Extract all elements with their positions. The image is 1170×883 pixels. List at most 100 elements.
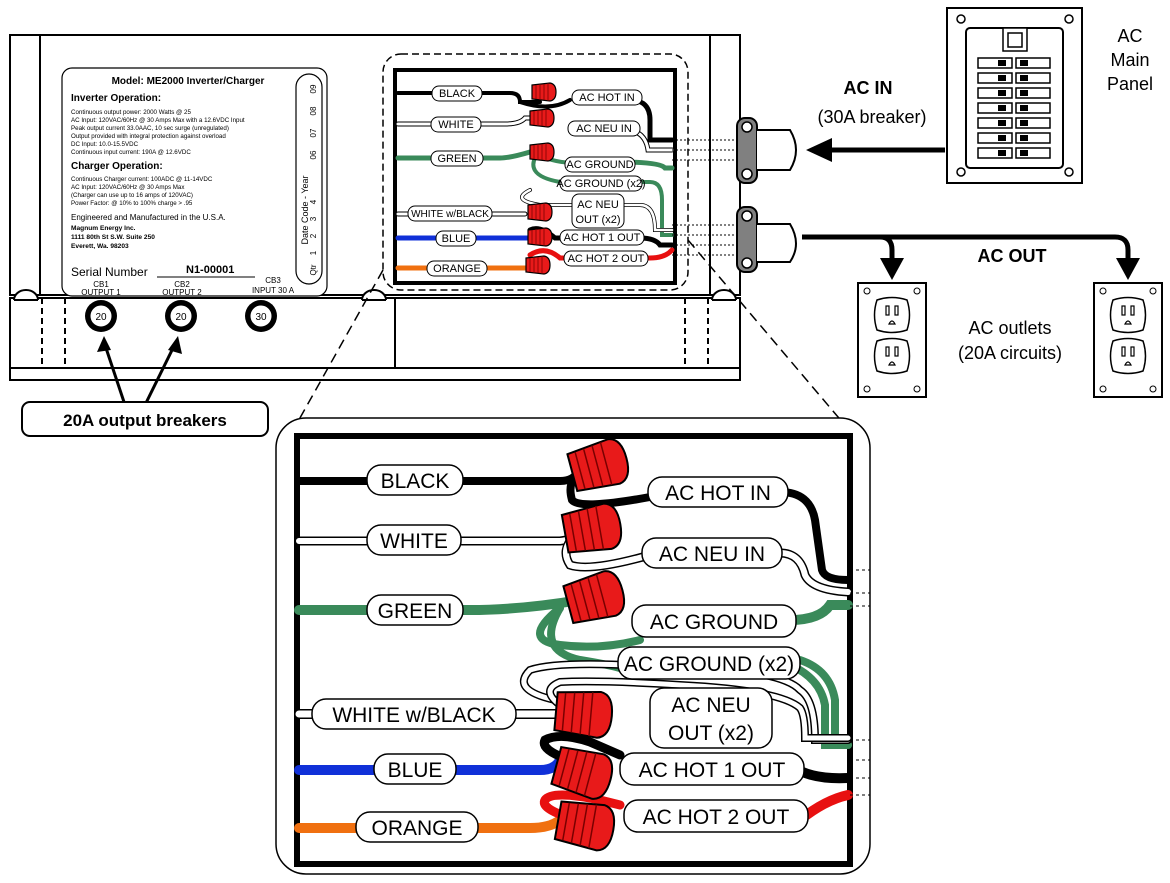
big-term-hot-in: AC HOT IN bbox=[665, 482, 771, 505]
panel-breaker-switch-icon bbox=[998, 75, 1006, 81]
big-term-neu-out-2: OUT (x2) bbox=[668, 722, 754, 745]
breaker-labels: CB1 OUTPUT 1 CB2 OUTPUT 2 CB3 INPUT 30 A bbox=[81, 276, 294, 297]
callout-breakers-text: 20A output breakers bbox=[63, 411, 227, 430]
conduit-ac-in bbox=[736, 117, 797, 184]
quarter-3: 3 bbox=[309, 216, 318, 221]
main-panel-line1: AC bbox=[1117, 26, 1142, 46]
panel-breaker-switch-icon bbox=[1020, 75, 1028, 81]
year-07: 07 bbox=[309, 128, 318, 137]
panel-breakers bbox=[977, 57, 1051, 159]
term-small-hot-in: AC HOT IN bbox=[579, 92, 634, 104]
charger-heading: Charger Operation: bbox=[71, 161, 163, 172]
company-name: Magnum Energy Inc. bbox=[71, 225, 136, 232]
wiring-box-enlarged: BLACK WHITE GREEN WHITE w/BLACK BLUE ORA… bbox=[275, 417, 871, 875]
breaker-cb1[interactable]: 20 bbox=[85, 300, 117, 332]
outlet-receptacle-icon bbox=[873, 296, 911, 334]
wire-label-white: WHITE bbox=[438, 119, 473, 131]
panel-breaker-switch-icon bbox=[1020, 105, 1028, 111]
panel-breaker-icon bbox=[977, 147, 1013, 159]
panel-breaker-icon bbox=[1015, 117, 1051, 129]
panel-breaker-switch-icon bbox=[998, 150, 1006, 156]
ac-out-feed: AC OUT bbox=[802, 234, 1140, 280]
serial-value: N1-00001 bbox=[186, 264, 234, 276]
term-small-neu-out-1: AC NEU bbox=[577, 199, 619, 211]
wire-nut-icon bbox=[527, 227, 553, 247]
panel-breaker-icon bbox=[1015, 87, 1051, 99]
made-in-usa: Engineered and Manufactured in the U.S.A… bbox=[71, 213, 226, 222]
ac-in-sub: (30A breaker) bbox=[817, 107, 926, 127]
cb3-rating: 30 bbox=[255, 312, 267, 323]
panel-breaker-switch-icon bbox=[998, 135, 1006, 141]
main-panel-line2: Main bbox=[1110, 50, 1149, 70]
panel-breaker-switch-icon bbox=[1020, 150, 1028, 156]
panel-breaker-icon bbox=[977, 132, 1013, 144]
cb2-rating: 20 bbox=[175, 312, 187, 323]
quarter-label: Qtr bbox=[309, 264, 318, 275]
wire-label-green: GREEN bbox=[437, 153, 476, 165]
wire-nut-icon bbox=[553, 687, 615, 740]
big-term-hot2-out: AC HOT 2 OUT bbox=[643, 806, 790, 829]
panel-breaker-icon bbox=[977, 102, 1013, 114]
quarter-1: 1 bbox=[309, 250, 318, 255]
charger-spec-line: (Charger can use up to 16 amps of 120VAC… bbox=[71, 192, 193, 199]
inverter-spec-line: Peak output current 33.0AAC, 10 sec surg… bbox=[71, 125, 229, 132]
model-title: Model: ME2000 Inverter/Charger bbox=[112, 76, 265, 87]
big-term-ground: AC GROUND bbox=[650, 611, 778, 634]
term-small-neu-out-2: OUT (x2) bbox=[575, 214, 620, 226]
big-wire-label-blue: BLUE bbox=[388, 759, 443, 782]
wire-label-white-black: WHITE w/BLACK bbox=[411, 209, 489, 220]
panel-breaker-switch-icon bbox=[1020, 90, 1028, 96]
date-code-label: Date Code - Year bbox=[300, 175, 310, 244]
outlets-label-line2: (20A circuits) bbox=[958, 343, 1062, 363]
quarter-4: 4 bbox=[309, 199, 318, 204]
cb3-name: INPUT 30 A bbox=[252, 286, 295, 295]
wire-label-blue: BLUE bbox=[442, 233, 471, 245]
panel-breaker-icon bbox=[1015, 132, 1051, 144]
cb3-id: CB3 bbox=[265, 276, 281, 285]
panel-breaker-switch-icon bbox=[1020, 120, 1028, 126]
term-small-neu-in: AC NEU IN bbox=[576, 123, 632, 135]
big-term-neu-in: AC NEU IN bbox=[659, 543, 765, 566]
outlet-receptacle-icon bbox=[873, 337, 911, 375]
term-small-hot2-out: AC HOT 2 OUT bbox=[568, 253, 645, 265]
wiring-box-small: BLACK WHITE GREEN WHITE w/BLACK BLUE ORA… bbox=[382, 53, 689, 291]
wire-nut-icon bbox=[529, 108, 555, 128]
year-09: 09 bbox=[309, 84, 318, 93]
ac-in-feed: AC IN (30A breaker) bbox=[806, 78, 945, 162]
breaker-callout: 20A output breakers bbox=[21, 336, 269, 437]
inverter-spec-line: Continuous input current: 190A @ 12.6VDC bbox=[71, 149, 191, 156]
wire-nut-icon bbox=[529, 142, 555, 162]
panel-breaker-icon bbox=[1015, 57, 1051, 69]
cb1-rating: 20 bbox=[95, 312, 107, 323]
big-wire-label-white-black: WHITE w/BLACK bbox=[332, 704, 495, 727]
term-small-ground-x2: AC GROUND (x2) bbox=[556, 178, 645, 190]
panel-breaker-icon bbox=[977, 117, 1013, 129]
panel-breaker-switch-icon bbox=[1020, 135, 1028, 141]
inverter-spec-line: DC Input: 10.0-15.5VDC bbox=[71, 141, 139, 148]
charger-spec-line: Power Factor: @ 10% to 100% charge > .95 bbox=[71, 200, 193, 207]
big-term-neu-out-1: AC NEU bbox=[671, 694, 750, 717]
outlet-receptacle-icon bbox=[1109, 296, 1147, 334]
panel-breaker-icon bbox=[977, 57, 1013, 69]
term-small-ground: AC GROUND bbox=[566, 159, 633, 171]
year-06: 06 bbox=[309, 150, 318, 159]
breaker-cb2[interactable]: 20 bbox=[165, 300, 197, 332]
big-wire-label-green: GREEN bbox=[378, 600, 453, 623]
ac-in-title: AC IN bbox=[844, 78, 893, 98]
ac-main-panel: AC Main Panel bbox=[946, 7, 1153, 184]
inverter-spec-line: AC Input: 120VAC/60Hz @ 30 Amps Max with… bbox=[71, 117, 245, 124]
outlet-receptacle-icon bbox=[1109, 337, 1147, 375]
panel-breaker-icon bbox=[1015, 102, 1051, 114]
inverter-heading: Inverter Operation: bbox=[71, 93, 161, 104]
outlets-label-line1: AC outlets bbox=[968, 318, 1051, 338]
outlet-right bbox=[1093, 282, 1163, 398]
inverter-spec-line: Continuous output power: 2000 Watts @ 25 bbox=[71, 109, 191, 116]
company-city: Everett, Wa. 98203 bbox=[71, 243, 129, 250]
cb1-id: CB1 bbox=[93, 280, 109, 289]
quarter-2: 2 bbox=[309, 233, 318, 238]
cb2-name: OUTPUT 2 bbox=[162, 288, 202, 297]
breaker-cb3[interactable]: 30 bbox=[245, 300, 277, 332]
year-08: 08 bbox=[309, 106, 318, 115]
charger-spec-line: AC Input: 120VAC/60Hz @ 30 Amps Max bbox=[71, 184, 185, 191]
wire-label-black: BLACK bbox=[439, 88, 476, 100]
